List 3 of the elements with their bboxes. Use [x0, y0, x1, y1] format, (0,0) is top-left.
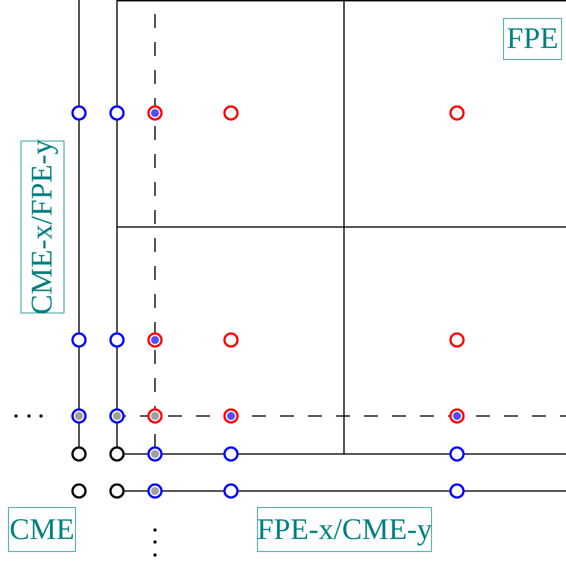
- label-box: CME-x/FPE-y: [20, 140, 64, 313]
- label-box: FPE: [503, 18, 562, 60]
- label-box: CME: [8, 507, 76, 552]
